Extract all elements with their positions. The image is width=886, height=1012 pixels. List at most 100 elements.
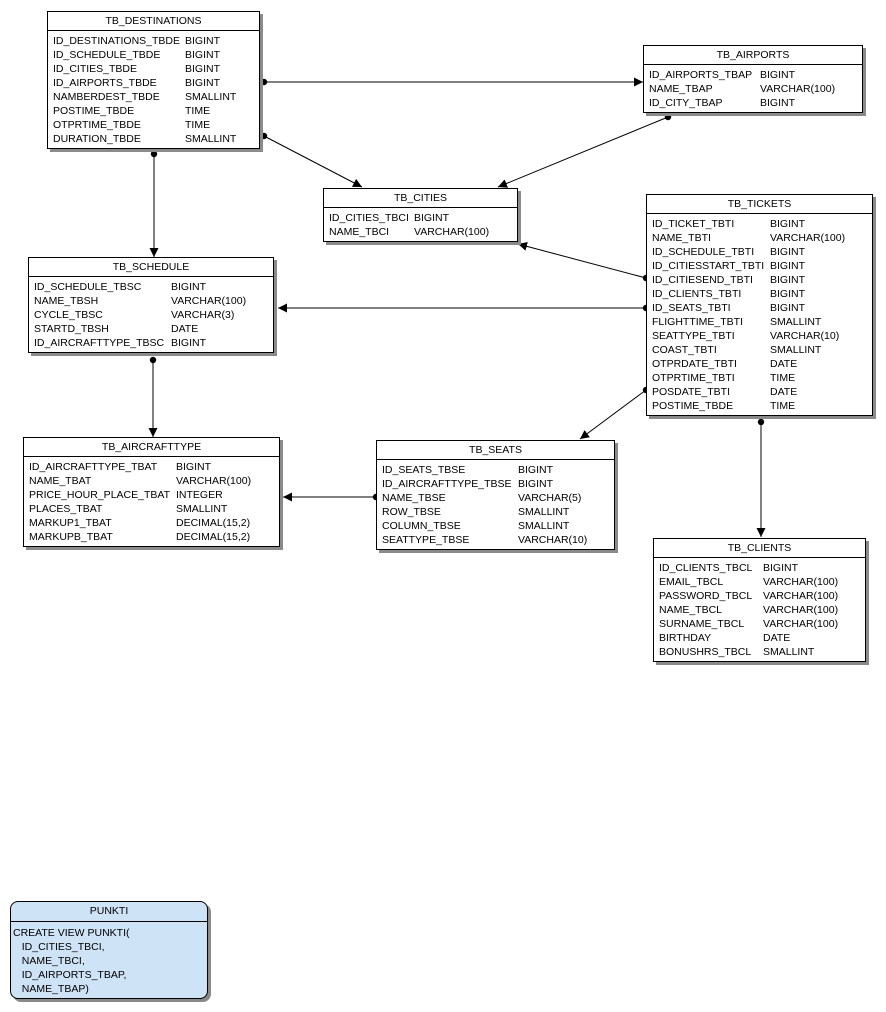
table-title: TB_AIRCRAFTTYPE (24, 438, 279, 457)
table-title: TB_AIRPORTS (644, 46, 862, 65)
column-name: ID_CITIES_TBDE (53, 63, 138, 75)
column-row[interactable]: ID_SEATS_TBSE BIGINT (382, 463, 614, 477)
column-type: VARCHAR(100) (763, 590, 839, 602)
column-type: BIGINT (760, 97, 796, 109)
column-type: VARCHAR(100) (770, 232, 846, 244)
view-sql-line: ID_CITIES_TBCI, (13, 941, 105, 953)
column-name: ID_AIRCRAFTTYPE_TBAT (29, 461, 158, 473)
column-name: ID_SEATS_TBSE (382, 464, 466, 476)
column-name: EMAIL_TBCL (659, 576, 724, 588)
column-name: OTPRTIME_TBDE (53, 119, 141, 131)
column-type: VARCHAR(10) (770, 330, 840, 342)
column-name: BONUSHRS_TBCL (659, 646, 752, 658)
column-name: ID_AIRPORTS_TBAP (649, 69, 753, 81)
column-name: ID_SEATS_TBTI (652, 302, 731, 314)
column-type: BIGINT (770, 288, 806, 300)
relationship-tickets-to-cities[interactable] (517, 241, 647, 279)
relationship-destinations-to-cities[interactable] (263, 135, 363, 188)
relationship-tickets-to-seats[interactable] (579, 389, 647, 440)
view-sql-line: NAME_TBAP) (13, 983, 89, 995)
column-row[interactable]: COLUMN_TBSE SMALLINT (382, 519, 614, 533)
column-type: SMALLINT (185, 91, 237, 103)
column-name: ID_CLIENTS_TBCL (659, 562, 753, 574)
column-type: TIME (185, 105, 211, 117)
column-name: ID_AIRPORTS_TBDE (53, 77, 157, 89)
column-name: COLUMN_TBSE (382, 520, 461, 532)
column-name: ID_AIRCRAFTTYPE_TBSC (34, 337, 165, 349)
view-punkti[interactable]: PUNKTI CREATE VIEW PUNKTI( ID_CITIES_TBC… (10, 901, 208, 999)
column-name: ID_SCHEDULE_TBSC (34, 281, 142, 293)
column-type: SMALLINT (518, 520, 570, 532)
column-name: NAME_TBSH (34, 295, 99, 307)
column-type: BIGINT (518, 464, 554, 476)
column-name: COAST_TBTI (652, 344, 717, 356)
relationship-airports-to-cities[interactable] (497, 116, 669, 188)
column-type: SMALLINT (770, 316, 822, 328)
column-name: SEATTYPE_TBTI (652, 330, 735, 342)
column-type: VARCHAR(100) (176, 475, 252, 487)
column-row[interactable]: SEATTYPE_TBTI VARCHAR(10) (652, 329, 872, 343)
